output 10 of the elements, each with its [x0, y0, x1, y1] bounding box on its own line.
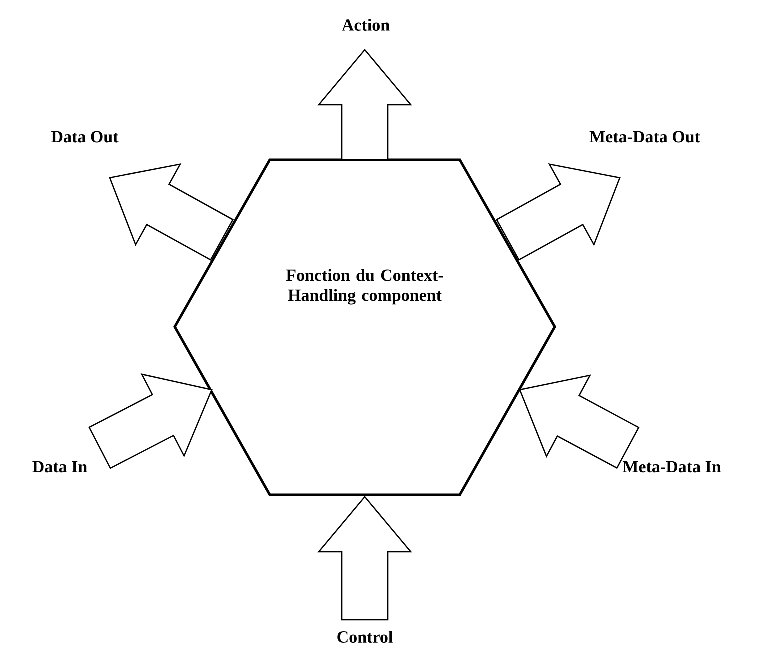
block-arrow: [88, 374, 213, 470]
block-arrow: [318, 496, 412, 621]
arrow-label: Data In: [32, 461, 88, 473]
hexagon: Fonction du Context-Handling component: [174, 158, 556, 496]
arrow-label: Action: [342, 19, 390, 31]
arrow-label: Meta-Data In: [622, 461, 722, 473]
arrow-label: Meta-Data Out: [590, 131, 700, 143]
block-arrow: [318, 48, 412, 161]
arrow-label: Data Out: [52, 131, 119, 143]
arrow-label: Control: [338, 631, 393, 643]
